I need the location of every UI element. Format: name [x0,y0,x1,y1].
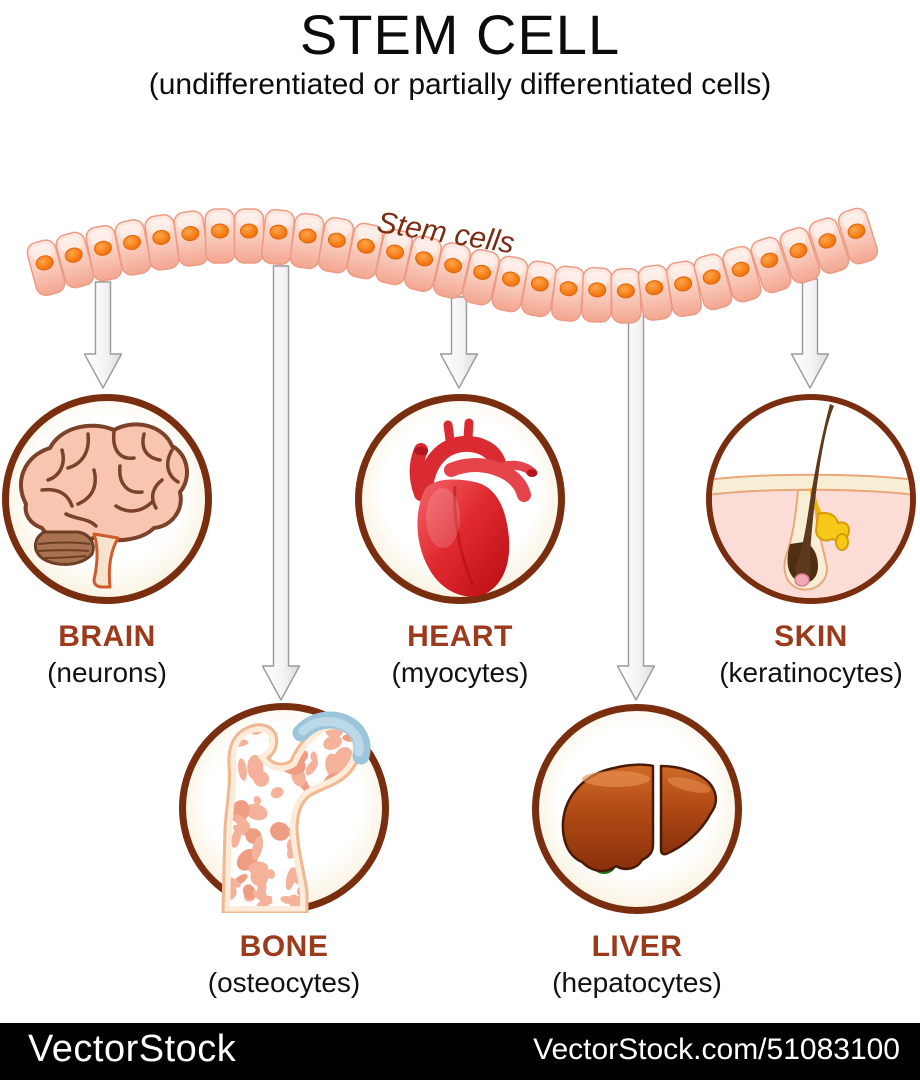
heart-circle [355,394,565,604]
liver-name: LIVER [591,930,683,963]
page-subtitle: (undifferentiated or partially different… [148,68,772,101]
brain-cell-type: (neurons) [47,657,167,688]
watermark-reference: VectorStock.com/51083100 [533,1032,900,1066]
watermark-bar: VectorStock VectorStock.com/51083100 [0,1023,920,1080]
liver-label: LIVER (hepatocytes) [497,932,777,997]
skin-circle [706,394,916,604]
heart-cell-type: (myocytes) [391,657,529,688]
heart-label: HEART (myocytes) [320,622,600,687]
heart-icon [409,418,538,597]
brain-icon [19,422,189,589]
bone-cell-type: (osteocytes) [207,967,361,998]
watermark-brand: VectorStock [28,1028,237,1070]
brain-label: BRAIN (neurons) [0,622,247,687]
brain-circle [2,394,212,604]
liver-cell-type: (hepatocytes) [552,967,722,998]
skin-icon [712,400,910,598]
skin-cell-type: (keratinocytes) [719,657,903,688]
page-title: STEM CELL [299,3,621,66]
bone-icon [221,711,371,913]
bone-label: BONE (osteocytes) [144,932,424,997]
brain-name: BRAIN [58,620,156,653]
skin-name: SKIN [774,620,848,653]
bone-circle [179,703,389,913]
liver-icon [561,763,718,874]
skin-label: SKIN (keratinocytes) [671,622,920,687]
liver-circle [532,704,742,914]
bone-name: BONE [239,930,329,963]
stem-cells-band [26,207,879,324]
heart-name: HEART [407,620,513,653]
